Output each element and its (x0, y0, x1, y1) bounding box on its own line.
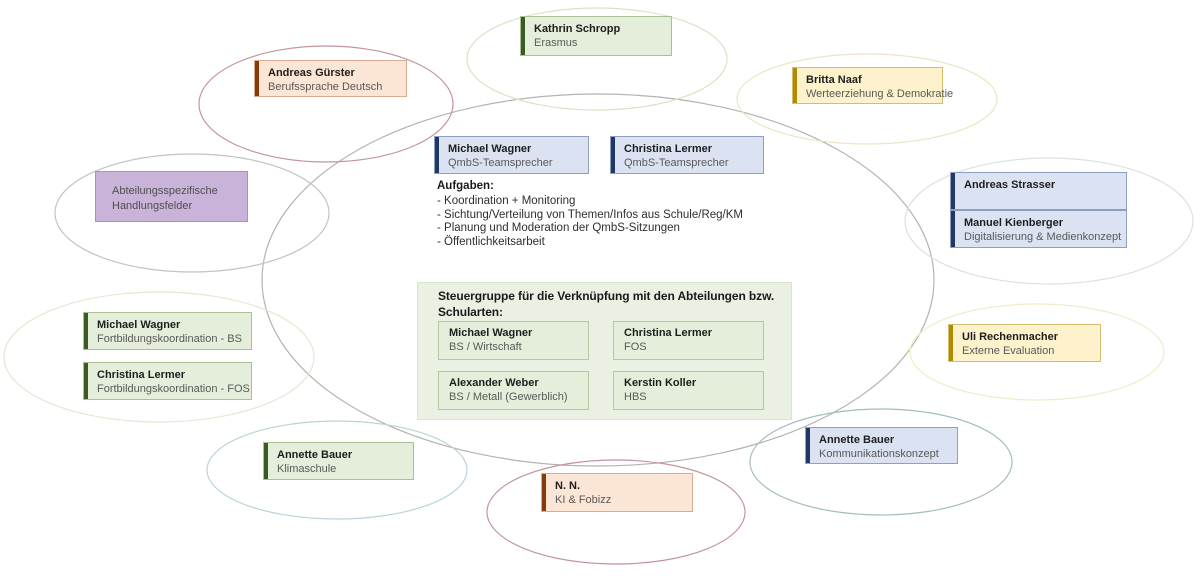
person-role: Kommunikationskonzept (819, 447, 939, 460)
tasks-list: Aufgaben: - Koordination + Monitoring - … (437, 180, 817, 250)
person-name: Manuel Kienberger (964, 217, 1064, 229)
person-name: Michael Wagner (449, 327, 533, 339)
ellipse-evaluation-group (909, 303, 1165, 401)
accent-bar (949, 325, 953, 361)
accent-bar (611, 137, 615, 173)
node-nn-ki-fobizz: N. N. KI & Fobizz (541, 473, 693, 512)
person-role: Fortbildungskoordination - BS (97, 332, 242, 345)
node-kathrin-schropp: Kathrin Schropp Erasmus (520, 16, 672, 56)
accent-bar (255, 61, 259, 96)
node-manuel-kienberger: Manuel Kienberger Digitalisierung & Medi… (950, 210, 1127, 248)
ellipse-ki-fobizz-group (486, 459, 746, 565)
ellipse-berufssprache-group (198, 45, 454, 163)
node-michael-wagner-bs-wirtschaft: Michael Wagner BS / Wirtschaft (438, 321, 589, 360)
task-item: - Sichtung/Verteilung von Themen/Infos a… (437, 208, 743, 221)
accent-bar (793, 68, 797, 103)
node-britta-naaf: Britta Naaf Werteerziehung & Demokratie (792, 67, 954, 104)
person-role: BS / Wirtschaft (449, 340, 522, 353)
person-name: Kathrin Schropp (534, 23, 621, 35)
node-christina-lermer-teamsprecher: Christina Lermer QmbS-Teamsprecher (610, 136, 764, 174)
ellipse-werteerziehung-group (736, 53, 998, 145)
person-name: Uli Rechenmacher (962, 331, 1058, 343)
person-name: Annette Bauer (277, 449, 353, 461)
person-role: FOS (624, 340, 647, 353)
task-item: - Planung und Moderation der QmbS-Sitzun… (437, 222, 680, 235)
person-name: Michael Wagner (448, 143, 532, 155)
person-role: BS / Metall (Gewerblich) (449, 390, 568, 403)
person-name: Andreas Strasser (964, 179, 1056, 191)
person-role: Berufssprache Deutsch (268, 80, 383, 93)
accent-bar (84, 363, 88, 399)
person-name: Kerstin Koller (624, 377, 697, 389)
person-name: Christina Lermer (624, 327, 713, 339)
task-item: - Koordination + Monitoring (437, 194, 576, 207)
node-annette-bauer-klimaschule: Annette Bauer Klimaschule (263, 442, 414, 480)
node-christina-lermer-fos: Christina Lermer FOS (613, 321, 764, 360)
ellipse-digitalisierung-group (904, 157, 1194, 285)
steering-group-panel: Steuergruppe für die Verknüpfung mit den… (417, 282, 792, 420)
accent-bar (84, 313, 88, 349)
node-uli-rechenmacher: Uli Rechenmacher Externe Evaluation (948, 324, 1101, 362)
accent-bar (264, 443, 268, 479)
accent-bar (951, 173, 955, 209)
node-michael-wagner-teamsprecher: Michael Wagner QmbS-Teamsprecher (434, 136, 589, 174)
ellipse-erasmus-group (466, 7, 728, 111)
accent-bar (521, 17, 525, 55)
accent-bar (951, 211, 955, 247)
person-name: Annette Bauer (819, 434, 895, 446)
person-role: HBS (624, 390, 647, 403)
node-abteilungsspezifische-handlungsfelder: Abteilungsspezifische Handlungsfelder (95, 171, 248, 222)
accent-bar (542, 474, 546, 511)
node-annette-bauer-kommunikation: Annette Bauer Kommunikationskonzept (805, 427, 958, 464)
ellipse-core-team-group (261, 93, 935, 467)
person-name: Britta Naaf (806, 74, 862, 86)
person-name: Andreas Gürster (268, 67, 355, 79)
node-michael-wagner-fortbildung: Michael Wagner Fortbildungskoordination … (83, 312, 252, 350)
person-role: Digitalisierung & Medienkonzept (964, 230, 1122, 243)
node-christina-lermer-fortbildung: Christina Lermer Fortbildungskoordinatio… (83, 362, 252, 400)
node-kerstin-koller-hbs: Kerstin Koller HBS (613, 371, 764, 410)
ellipse-fortbildung-group (3, 291, 315, 423)
person-role: Klimaschule (277, 462, 337, 475)
person-role: Erasmus (534, 36, 578, 49)
node-alexander-weber-bs-metall: Alexander Weber BS / Metall (Gewerblich) (438, 371, 589, 410)
person-name: Christina Lermer (97, 369, 186, 381)
person-name: Michael Wagner (97, 319, 181, 331)
person-role: QmbS-Teamsprecher (448, 156, 553, 169)
person-role: Externe Evaluation (962, 344, 1055, 357)
ellipse-handlungsfelder-group (54, 153, 330, 273)
person-role: QmbS-Teamsprecher (624, 156, 729, 169)
task-item: - Öffentlichkeitsarbeit (437, 236, 545, 249)
person-role: KI & Fobizz (555, 493, 612, 506)
person-role: Werteerziehung & Demokratie (806, 87, 954, 100)
person-name: Christina Lermer (624, 143, 713, 155)
ellipse-klimaschule-group (206, 420, 468, 520)
tasks-title: Aufgaben: (437, 180, 494, 192)
person-role: Fortbildungskoordination - FOS (97, 382, 250, 395)
node-andreas-guerster: Andreas Gürster Berufssprache Deutsch (254, 60, 407, 97)
node-andreas-strasser: Andreas Strasser (950, 172, 1127, 210)
accent-bar (435, 137, 439, 173)
person-name: Alexander Weber (449, 377, 539, 389)
person-name: N. N. (555, 480, 581, 492)
node-label: Abteilungsspezifische Handlungsfelder (112, 185, 218, 212)
accent-bar (806, 428, 810, 463)
ellipse-kommunikation-group (749, 408, 1013, 516)
steering-group-title: Steuergruppe für die Verknüpfung mit den… (438, 289, 775, 319)
